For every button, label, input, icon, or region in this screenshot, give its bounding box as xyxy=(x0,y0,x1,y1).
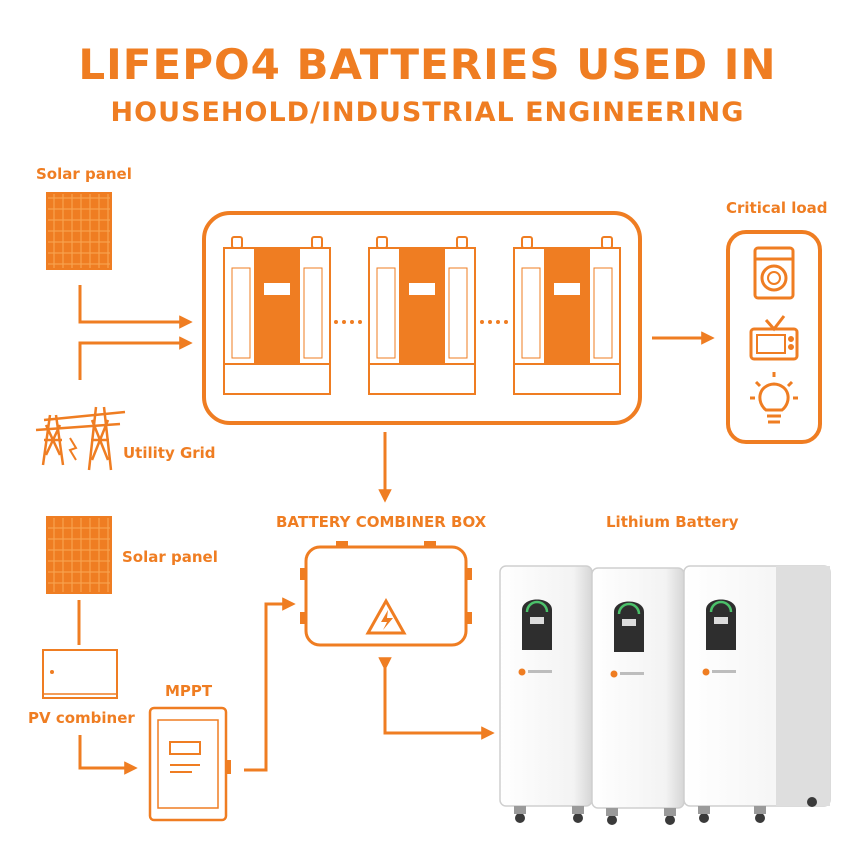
inverter-1 xyxy=(223,236,331,395)
label-solar-panel-bottom: Solar panel xyxy=(122,548,218,566)
critical-load-frame xyxy=(726,230,822,444)
label-utility-grid: Utility Grid xyxy=(123,444,216,462)
high-voltage-warning-icon xyxy=(365,597,407,635)
label-battery-combiner-box: BATTERY COMBINER BOX xyxy=(276,513,487,531)
lithium-battery-1 xyxy=(499,565,593,823)
lithium-battery-3 xyxy=(683,565,831,823)
washing-machine-icon xyxy=(753,246,795,300)
inverter-dots xyxy=(334,320,508,324)
label-mppt: MPPT xyxy=(165,682,213,700)
label-lithium-battery: Lithium Battery xyxy=(606,513,739,531)
title-line-2: HOUSEHOLD/INDUSTRIAL ENGINEERING xyxy=(110,97,745,128)
solar-panel-top xyxy=(46,192,112,270)
light-bulb-icon xyxy=(750,372,798,424)
television-icon xyxy=(749,315,799,361)
inverter-group-frame xyxy=(202,211,642,425)
label-critical-load: Critical load xyxy=(726,199,828,217)
inverter-2 xyxy=(368,236,476,395)
pv-combiner xyxy=(42,649,118,699)
inverter-3 xyxy=(513,236,621,395)
power-tower-icon xyxy=(35,406,126,471)
flow-lines-top xyxy=(78,285,193,380)
label-solar-panel-top: Solar panel xyxy=(36,165,132,183)
combiner-box xyxy=(300,541,472,647)
mppt-device xyxy=(148,706,231,822)
arrow-pv-to-mppt xyxy=(78,735,138,775)
solar-panel-bottom xyxy=(46,516,112,594)
arrow-combiner-battery xyxy=(378,657,495,740)
title-line-1: LIFEPO4 BATTERIES USED IN xyxy=(78,40,777,89)
label-pv-combiner: PV combiner xyxy=(28,709,135,727)
lithium-battery-2 xyxy=(591,567,685,825)
arrow-mppt-to-combiner xyxy=(244,597,296,772)
